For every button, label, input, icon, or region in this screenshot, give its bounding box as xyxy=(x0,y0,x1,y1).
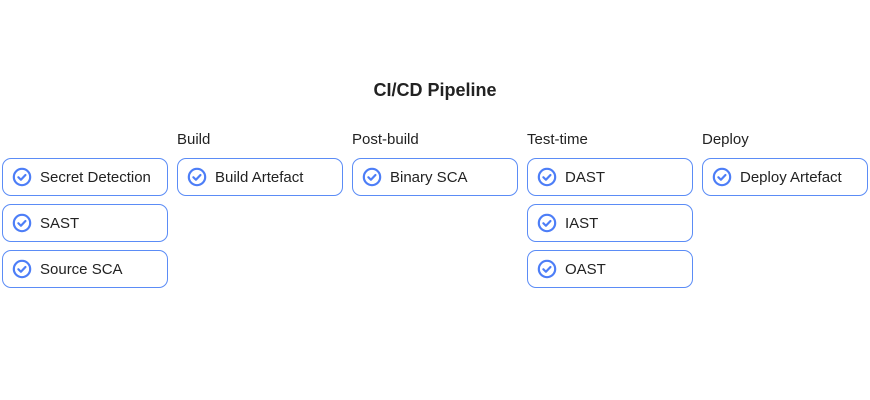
stage-item: Secret Detection xyxy=(2,158,168,196)
stage-item-label: OAST xyxy=(565,260,606,278)
stage-item-label: Deploy Artefact xyxy=(740,168,842,186)
check-circle-icon xyxy=(187,167,207,187)
stage-label: Build xyxy=(177,131,211,148)
stage-item-label: Secret Detection xyxy=(40,168,151,186)
stage-item: Binary SCA xyxy=(352,158,518,196)
stage-item-label: SAST xyxy=(40,214,80,232)
stage-item-label: IAST xyxy=(565,214,599,232)
stage-item: DAST xyxy=(527,158,693,196)
stage-item: Build Artefact xyxy=(177,158,343,196)
check-circle-icon xyxy=(537,167,557,187)
diagram-title: CI/CD Pipeline xyxy=(373,80,497,100)
stage-item-label: Build Artefact xyxy=(215,168,304,186)
check-circle-icon xyxy=(12,213,32,233)
stage-label: Post-build xyxy=(352,131,419,148)
stage-item-label: Binary SCA xyxy=(390,168,468,186)
stage-label: Test-time xyxy=(527,131,588,148)
check-circle-icon xyxy=(537,213,557,233)
stage-item: OAST xyxy=(527,250,693,288)
stage-item-label: Source SCA xyxy=(40,260,123,278)
stage-label: Deploy xyxy=(702,131,749,148)
check-circle-icon xyxy=(362,167,382,187)
stage-item: SAST xyxy=(2,204,168,242)
stage-item: IAST xyxy=(527,204,693,242)
stage-item-label: DAST xyxy=(565,168,606,186)
stage-label xyxy=(2,130,168,150)
check-circle-icon xyxy=(712,167,732,187)
stage-item: Source SCA xyxy=(2,250,168,288)
check-circle-icon xyxy=(12,259,32,279)
check-circle-icon xyxy=(12,167,32,187)
check-circle-icon xyxy=(537,259,557,279)
stage-item: Deploy Artefact xyxy=(702,158,868,196)
